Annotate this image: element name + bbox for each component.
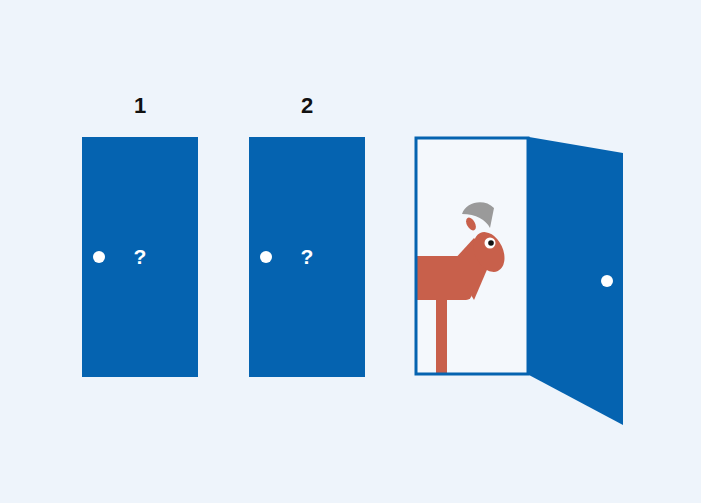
door-knob (93, 251, 105, 263)
open-door-panel (529, 137, 623, 425)
door-number: 1 (82, 93, 198, 119)
door-knob (601, 275, 613, 287)
door-frame (416, 138, 528, 374)
door: 1? (82, 137, 198, 377)
question-mark: ? (82, 245, 198, 269)
goat (417, 202, 511, 373)
door-number: 2 (249, 93, 365, 119)
question-mark: ? (249, 245, 365, 269)
door: 2? (249, 137, 365, 377)
door-knob (260, 251, 272, 263)
